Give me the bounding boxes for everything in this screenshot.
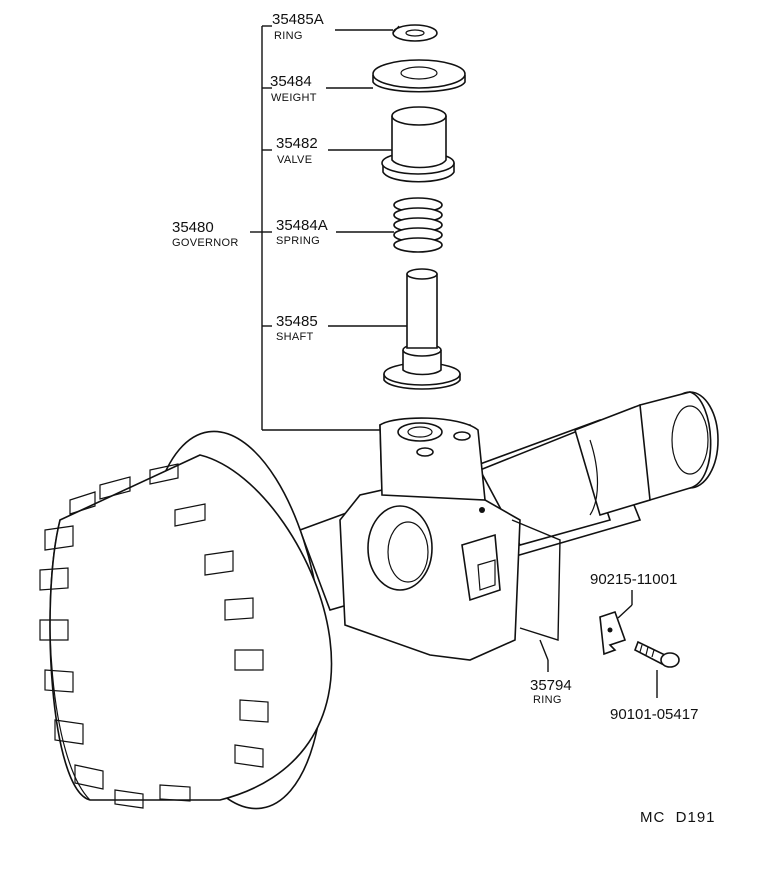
label-ring-top-name: RING <box>274 30 303 42</box>
bolt-illustration <box>634 640 680 668</box>
spring-illustration <box>393 197 443 253</box>
label-valve-name: VALVE <box>277 154 312 166</box>
valve-illustration <box>381 106 455 183</box>
label-shaft-name: SHAFT <box>276 331 314 343</box>
diagram-code: MC D191 <box>640 809 716 826</box>
label-bolt-number: 90101-05417 <box>610 706 698 723</box>
shaft-illustration <box>383 268 461 390</box>
label-clip-number: 90215-11001 <box>590 571 677 588</box>
label-governor-name: GOVERNOR <box>172 237 239 249</box>
label-weight-number: 35484 <box>270 73 312 90</box>
label-ring-bottom-number: 35794 <box>530 677 572 694</box>
ring-bottom-illustration <box>511 519 561 641</box>
leader-lines <box>250 25 658 698</box>
label-ring-top-number: 35485A <box>272 11 324 28</box>
label-valve-number: 35482 <box>276 135 318 152</box>
weight-illustration <box>372 59 466 93</box>
label-spring-name: SPRING <box>276 235 320 247</box>
label-weight-name: WEIGHT <box>271 92 317 104</box>
ring-top-illustration <box>392 24 438 42</box>
clip-illustration <box>599 610 627 656</box>
governor-body-illustration <box>339 417 521 661</box>
label-shaft-number: 35485 <box>276 313 318 330</box>
label-ring-bottom-name: RING <box>533 694 562 706</box>
label-governor-number: 35480 <box>172 219 214 236</box>
label-spring-number: 35484A <box>276 217 328 234</box>
